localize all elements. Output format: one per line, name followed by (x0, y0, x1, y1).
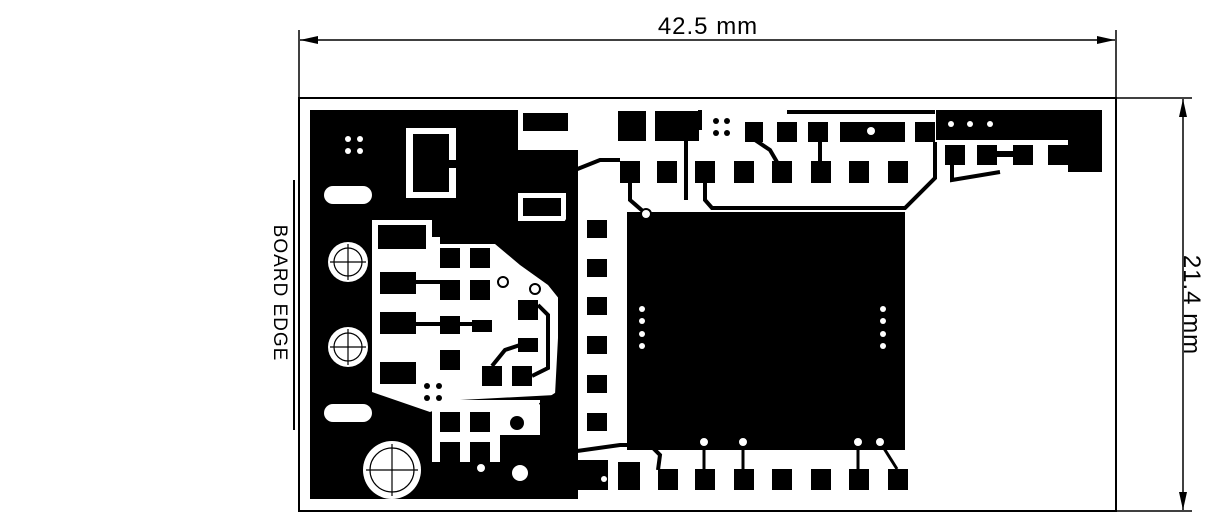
module-bottom-pads (548, 443, 908, 498)
module-ground-pad (627, 212, 905, 450)
arrow-left-icon (300, 36, 318, 44)
height-label: 21.4 mm (1178, 255, 1205, 355)
pad (470, 280, 490, 300)
pad (523, 113, 568, 131)
via (640, 208, 652, 220)
pad (470, 248, 490, 268)
module-footprint (475, 110, 1102, 498)
arrow-right-icon (1097, 36, 1115, 44)
pad (512, 366, 532, 386)
trace (448, 160, 528, 168)
arrow-down-icon (1179, 492, 1187, 510)
pad (380, 272, 416, 294)
slot-hole (324, 404, 372, 422)
pad (470, 412, 490, 432)
pad (523, 198, 561, 216)
width-label: 42.5 mm (658, 13, 758, 40)
thermal-vias (639, 306, 886, 349)
module-left-pads (587, 220, 607, 431)
pad (518, 300, 538, 320)
pad (482, 366, 502, 386)
pad (518, 338, 538, 352)
pad (470, 442, 490, 462)
slot-hole (324, 186, 372, 204)
left-copper-pour (310, 110, 601, 499)
mounting-hole-icon (363, 441, 421, 499)
large-pad (413, 134, 449, 192)
bottom-vias (475, 276, 899, 474)
via (512, 465, 528, 481)
width-dimension: 42.5 mm (298, 13, 1117, 98)
mounting-hole-icon (328, 327, 368, 367)
pad (440, 412, 460, 432)
module-top-pads (618, 110, 1102, 183)
pad (378, 225, 426, 249)
arrow-up-icon (1179, 99, 1187, 117)
pad (440, 350, 460, 370)
mounting-hole-icon (328, 242, 368, 282)
pad (472, 320, 492, 332)
pad (440, 248, 460, 268)
pad (440, 280, 460, 300)
pad (440, 442, 460, 462)
pad (380, 312, 416, 334)
via (510, 416, 524, 430)
height-dimension: 21.4 mm (1117, 97, 1205, 512)
board-edge-label: BOARD EDGE (269, 225, 290, 362)
pad (380, 362, 416, 384)
traces (538, 110, 1001, 407)
mounting-holes (324, 118, 595, 499)
